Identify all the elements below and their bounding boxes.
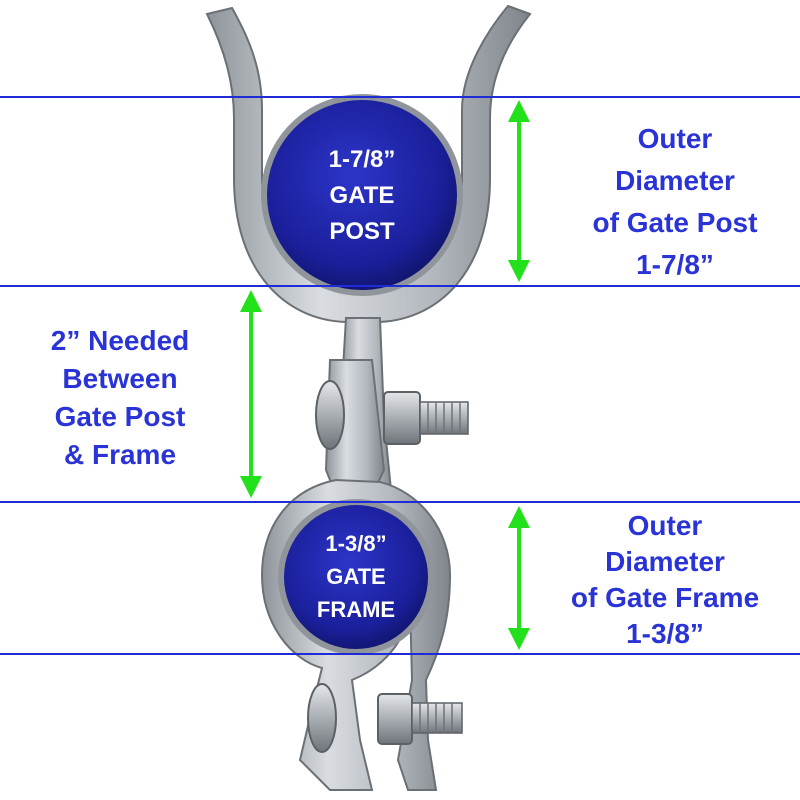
frame-size-text: 1-3/8” (325, 531, 387, 556)
gate-frame-circle-label: 1-3/8” GATE FRAME (296, 527, 416, 626)
post-gate-text: GATE (329, 182, 395, 209)
frame-label-line-1: Outer (627, 510, 703, 541)
bottom-thread-lines (419, 703, 453, 733)
gap-label-line-3: Gate Post (54, 401, 186, 432)
post-label-line-2: Diameter (615, 165, 735, 196)
post-post-text: POST (329, 218, 395, 245)
gap-needed-label: 2” Needed Between Gate Post & Frame (10, 322, 230, 474)
frame-label-line-4: 1-3/8” (626, 618, 704, 649)
post-diameter-arrow (508, 100, 530, 282)
middle-nut (383, 391, 421, 445)
gate-post-circle-label: 1-7/8” GATE POST (302, 142, 422, 250)
middle-thread-lines (427, 402, 461, 434)
bottom-nut (377, 693, 413, 745)
gap-label-line-4: & Frame (63, 439, 177, 470)
middle-washer (315, 380, 345, 450)
bottom-washer (307, 683, 337, 753)
gap-label-line-1: 2” Needed (50, 325, 190, 356)
post-diameter-label: Outer Diameter of Gate Post 1-7/8” (560, 118, 790, 286)
gap-label-line-2: Between (62, 363, 178, 394)
frame-diameter-arrow (508, 506, 530, 650)
post-label-line-4: 1-7/8” (636, 249, 714, 280)
post-label-line-3: of Gate Post (592, 207, 758, 238)
frame-frame-text: FRAME (316, 597, 396, 622)
post-label-line-1: Outer (637, 123, 713, 154)
gap-arrow (240, 290, 262, 498)
frame-gate-text: GATE (326, 564, 386, 589)
frame-label-line-3: of Gate Frame (570, 582, 760, 613)
frame-diameter-label: Outer Diameter of Gate Frame 1-3/8” (545, 508, 785, 652)
frame-label-line-2: Diameter (605, 546, 725, 577)
post-size-text: 1-7/8” (328, 146, 396, 173)
